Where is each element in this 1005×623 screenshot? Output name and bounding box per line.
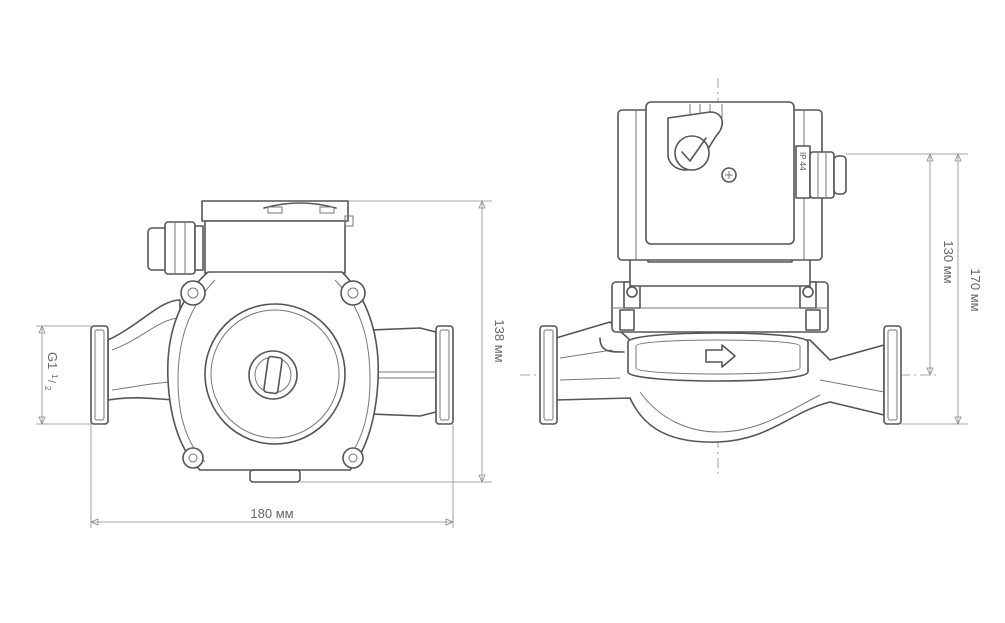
front-view: 180 мм 138 мм G1 1 / 2 — [36, 199, 507, 528]
svg-text:1: 1 — [50, 374, 59, 379]
side-left-flange — [539, 325, 558, 425]
side-right-flange — [883, 325, 902, 425]
dim-width-180: 180 мм — [250, 506, 293, 521]
svg-text:2: 2 — [43, 386, 52, 391]
front-bolt-lugs — [180, 280, 366, 469]
side-flow-band — [627, 332, 809, 382]
front-cable-gland — [147, 221, 204, 275]
side-cable-gland — [809, 151, 847, 199]
dim-thread-g1: G1 1 / 2 — [43, 352, 60, 391]
dim-height-130: 130 мм — [941, 240, 956, 283]
front-left-flange — [90, 325, 109, 425]
check-mark-icon — [681, 137, 707, 162]
dim-height-138: 138 мм — [492, 319, 507, 362]
speed-selector-knob — [667, 111, 723, 171]
flow-direction-arrow-icon — [705, 344, 736, 368]
ip-rating-label: IP 44 — [798, 152, 807, 171]
svg-text:G1: G1 — [45, 352, 60, 369]
side-view: IP 44 130 мм 170 мм — [520, 78, 983, 478]
dim-height-170: 170 мм — [968, 268, 983, 311]
front-terminal-box — [201, 200, 354, 274]
front-right-flange — [435, 325, 454, 425]
svg-text:/: / — [45, 380, 57, 384]
side-clamp-ring — [611, 281, 829, 333]
